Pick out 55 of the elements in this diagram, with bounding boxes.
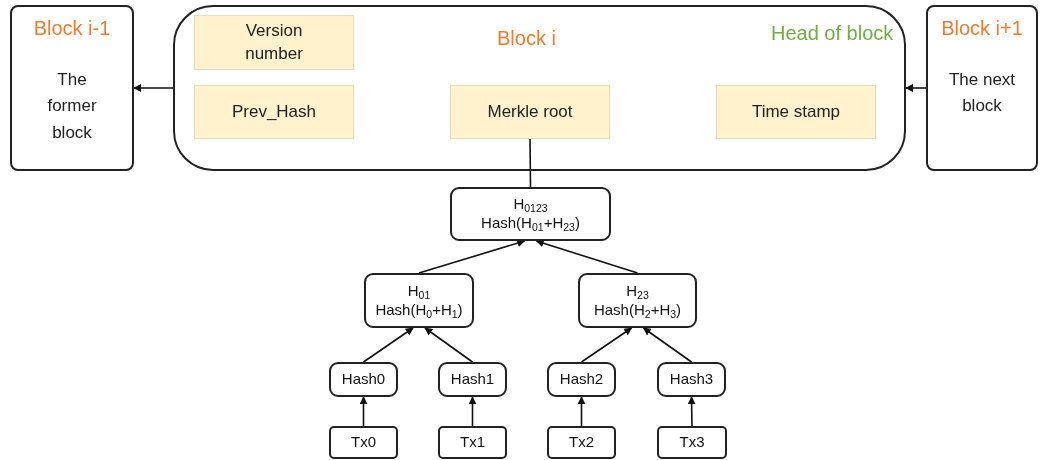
connector-line: [529, 138, 532, 188]
node-label: H$_{01}$: [407, 281, 431, 301]
hash-node-box: [578, 273, 697, 328]
block-description: The next block: [947, 69, 1017, 118]
arrow: [424, 327, 474, 363]
section-label: Head of block: [771, 22, 894, 45]
node-label: Tx0: [351, 433, 376, 452]
header-field-box: [716, 85, 876, 139]
transaction-box: [547, 426, 616, 459]
block-header-box: [173, 5, 906, 171]
hash-node-box: [438, 362, 507, 397]
arrow: [580, 327, 633, 363]
block-title: Block i+1: [940, 17, 1024, 40]
node-label: Tx2: [569, 433, 594, 452]
node-label: Merkle root: [487, 100, 573, 123]
node-label: H$_{23}$: [626, 281, 649, 301]
block-title: Block i: [497, 27, 556, 50]
node-label: Hash0: [341, 370, 386, 389]
node-label: Hash1: [450, 370, 495, 389]
hash-node-box: [364, 273, 474, 328]
arrow: [687, 396, 696, 427]
arrow: [535, 239, 639, 274]
node-label: H$_{0123}$: [513, 195, 548, 214]
header-field-box: [194, 85, 354, 139]
transaction-box: [438, 426, 507, 459]
header-field-box: [450, 85, 610, 139]
node-label: Version number: [244, 20, 304, 65]
node-label: Hash(H$_{2}$+H$_{3}$): [593, 300, 682, 320]
node-label: Hash(H$_{0}$+H$_{1}$): [375, 300, 463, 320]
block-box: [10, 5, 134, 171]
node-label: Prev_Hash: [231, 100, 317, 123]
node-label: Hash3: [669, 370, 714, 389]
header-field-box: [194, 15, 354, 70]
arrow: [642, 327, 693, 363]
transaction-box: [657, 426, 727, 459]
arrow: [133, 84, 174, 92]
hash-node-box: [547, 362, 616, 397]
node-label: Tx3: [679, 433, 705, 452]
arrow: [577, 396, 586, 427]
node-label: Hash(H$_{01}$+H$_{23}$): [481, 214, 580, 233]
hash-node-box: [657, 362, 726, 397]
node-label: Hash2: [559, 370, 604, 389]
block-box: [926, 5, 1038, 171]
arrow: [905, 84, 927, 92]
hash-node-box: [450, 187, 611, 241]
arrow: [418, 239, 526, 274]
transaction-box: [329, 426, 398, 459]
block-title: Block i-1: [32, 17, 112, 40]
node-label: Tx1: [460, 433, 485, 452]
block-description: The former block: [46, 69, 98, 144]
node-label: Time stamp: [751, 100, 841, 123]
hash-node-box: [329, 362, 398, 397]
arrow: [362, 327, 414, 363]
arrow: [468, 396, 477, 427]
arrow: [359, 396, 368, 427]
